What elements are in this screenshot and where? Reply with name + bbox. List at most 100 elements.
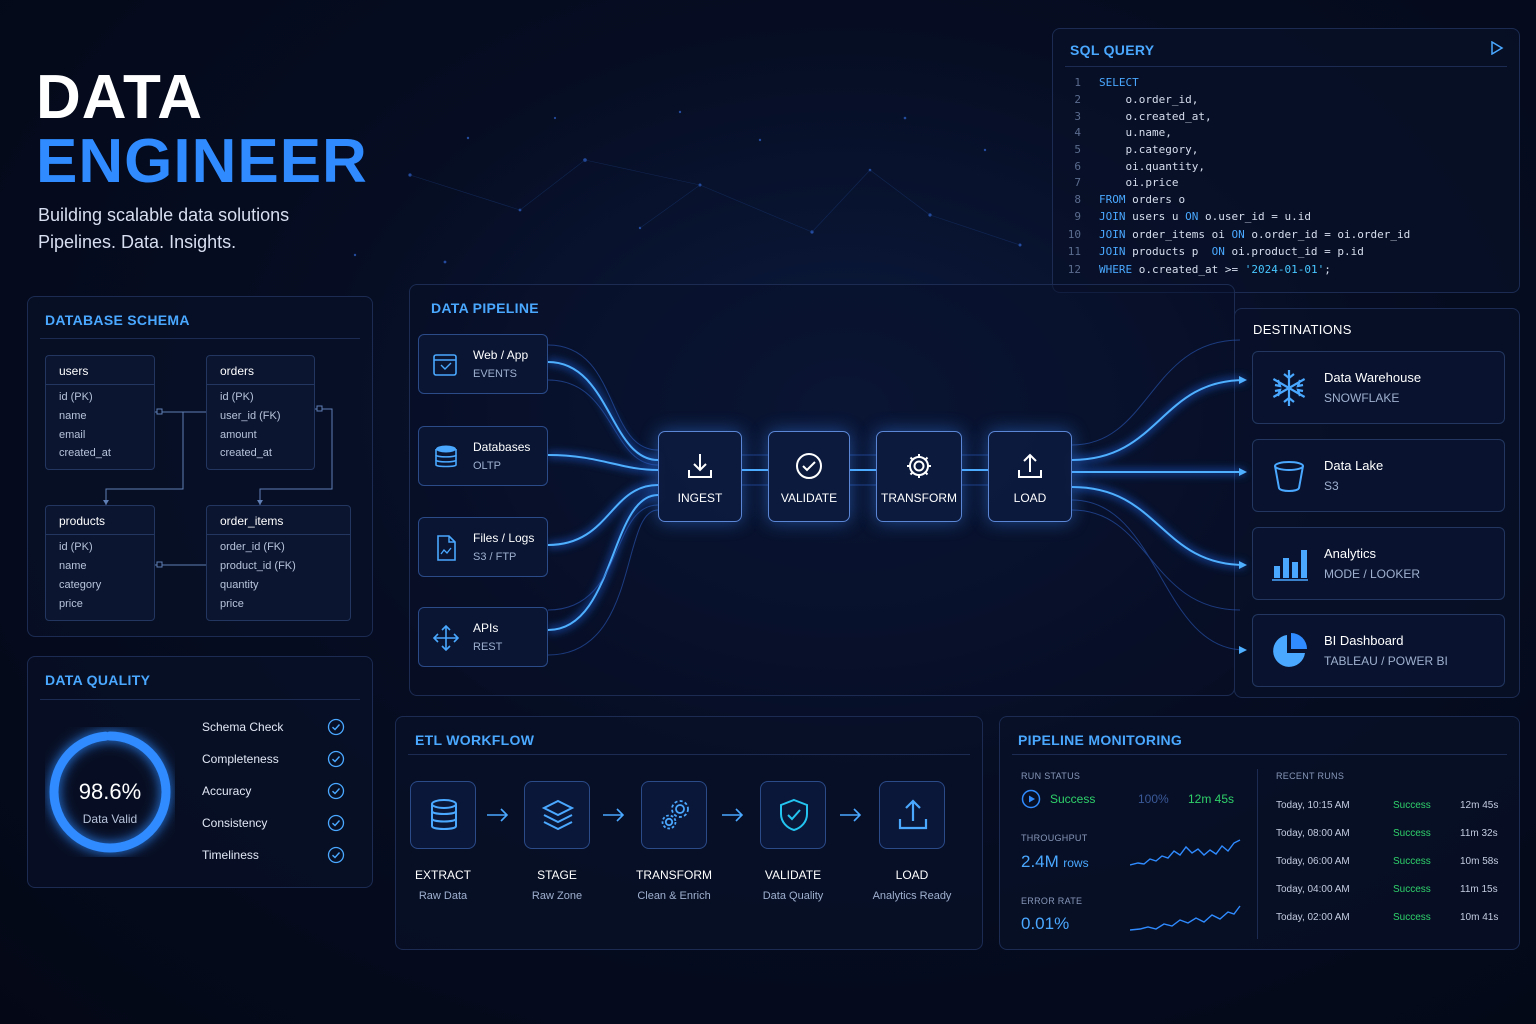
source-databases[interactable]: Databases OLTP xyxy=(418,426,548,486)
quality-check-label: Consistency xyxy=(202,816,268,830)
etl-step-title: TRANSFORM xyxy=(636,868,712,882)
recent-runs-label: RECENT RUNS xyxy=(1276,771,1345,781)
run-duration: 10m 58s xyxy=(1460,856,1499,867)
check-circle-icon xyxy=(327,750,345,768)
monitoring-divider xyxy=(1012,754,1507,755)
check-circle-icon xyxy=(327,718,345,736)
sql-keyword: ON xyxy=(1211,245,1225,258)
table-name: products xyxy=(59,514,106,528)
etl-step-load[interactable] xyxy=(879,781,945,849)
monitoring-column-divider xyxy=(1257,769,1258,939)
sql-string: '2024-01-01' xyxy=(1244,263,1325,276)
destination-analytics[interactable]: Analytics MODE / LOOKER xyxy=(1252,527,1505,600)
source-sub: OLTP xyxy=(473,460,501,472)
stage-ingest[interactable]: INGEST xyxy=(658,431,742,522)
line-number: 8 xyxy=(1074,193,1081,206)
line-number: 3 xyxy=(1074,110,1081,123)
destination-name: Data Warehouse xyxy=(1324,370,1422,385)
run-time: Today, 04:00 AM xyxy=(1276,884,1350,895)
etl-divider xyxy=(408,754,970,755)
upload-icon xyxy=(1018,453,1042,478)
table-field: price xyxy=(220,598,244,610)
etl-step-sub: Raw Zone xyxy=(531,890,583,902)
table-separator xyxy=(207,384,314,385)
sql-keyword: ON xyxy=(1231,228,1245,241)
line-number: 11 xyxy=(1067,245,1081,258)
sql-keyword: ON xyxy=(1185,210,1199,223)
table-users[interactable]: users id (PK) name email created_at xyxy=(45,355,155,470)
error-rate-label: ERROR RATE xyxy=(1021,896,1083,906)
arrow-right-icon xyxy=(722,808,744,822)
quality-check-label: Timeliness xyxy=(202,848,259,862)
quality-check-label: Accuracy xyxy=(202,784,252,798)
table-field: id (PK) xyxy=(59,541,93,553)
line-number: 1 xyxy=(1074,76,1081,89)
quality-divider xyxy=(40,699,360,700)
data-pipeline-title: DATA PIPELINE xyxy=(431,300,539,316)
sql-keyword: JOIN xyxy=(1099,210,1126,223)
run-status-value: Success xyxy=(1050,792,1096,806)
arrow-right-icon xyxy=(603,808,625,822)
line-number: 6 xyxy=(1074,160,1081,173)
stage-label: TRANSFORM xyxy=(881,491,957,505)
quality-check-label: Completeness xyxy=(202,752,279,766)
table-field: amount xyxy=(220,429,257,441)
source-apis[interactable]: APIs REST xyxy=(418,607,548,667)
gauge-percent: 98.6% xyxy=(78,779,142,804)
sql-text: orders o xyxy=(1125,193,1186,206)
line-number: 12 xyxy=(1067,263,1081,276)
line-number: 4 xyxy=(1074,126,1081,139)
upload-icon xyxy=(898,799,928,830)
database-icon xyxy=(431,799,457,830)
source-files-logs[interactable]: Files / Logs S3 / FTP xyxy=(418,517,548,577)
table-products[interactable]: products id (PK) name category price xyxy=(45,505,155,621)
snowflake-icon xyxy=(1272,370,1306,406)
pipeline-monitoring-title: PIPELINE MONITORING xyxy=(1018,732,1183,748)
line-number: 5 xyxy=(1074,143,1081,156)
line-number: 9 xyxy=(1074,210,1081,223)
sql-line-5: p.category, xyxy=(1099,143,1199,156)
etl-step-extract[interactable] xyxy=(410,781,476,849)
etl-step-title: STAGE xyxy=(537,868,577,882)
destination-data-lake[interactable]: Data Lake S3 xyxy=(1252,439,1505,512)
table-orders[interactable]: orders id (PK) user_id (FK) amount creat… xyxy=(206,355,315,470)
destination-data-warehouse[interactable]: Data Warehouse SNOWFLAKE xyxy=(1252,351,1505,424)
stage-label: LOAD xyxy=(1013,491,1047,505)
table-field: name xyxy=(59,560,87,572)
error-rate-sparkline xyxy=(1130,905,1241,931)
table-separator xyxy=(207,534,350,535)
run-time: Today, 08:00 AM xyxy=(1276,828,1350,839)
etl-step-title: VALIDATE xyxy=(764,868,822,882)
table-field: email xyxy=(59,429,86,441)
etl-step-transform[interactable] xyxy=(641,781,707,849)
run-time: Today, 06:00 AM xyxy=(1276,856,1350,867)
hero-title-line2: ENGINEER xyxy=(36,127,368,196)
check-circle-icon xyxy=(327,846,345,864)
stage-validate[interactable]: VALIDATE xyxy=(768,431,850,522)
source-name: APIs xyxy=(473,621,499,635)
etl-step-title: EXTRACT xyxy=(414,868,471,882)
web-app-icon xyxy=(433,354,457,376)
file-icon xyxy=(437,535,456,561)
table-order-items[interactable]: order_items order_id (FK) product_id (FK… xyxy=(206,505,351,621)
etl-workflow-title: ETL WORKFLOW xyxy=(415,732,535,748)
etl-step-stage[interactable] xyxy=(524,781,590,849)
sql-line-6: oi.quantity, xyxy=(1099,160,1205,173)
etl-step-validate[interactable] xyxy=(760,781,826,849)
table-field: price xyxy=(59,598,83,610)
table-field: name xyxy=(59,410,87,422)
run-status: Success xyxy=(1393,884,1431,895)
table-field: id (PK) xyxy=(59,391,93,403)
source-sub: S3 / FTP xyxy=(473,551,517,563)
sql-keyword: JOIN xyxy=(1099,245,1126,258)
stage-transform[interactable]: TRANSFORM xyxy=(876,431,962,522)
table-field: id (PK) xyxy=(220,391,254,403)
run-duration: 11m 15s xyxy=(1460,884,1498,895)
run-duration: 12m 45s xyxy=(1460,800,1499,811)
run-query-icon[interactable] xyxy=(1490,41,1504,55)
source-web-app[interactable]: Web / App EVENTS xyxy=(418,334,548,394)
sql-line-12: WHERE o.created_at >= '2024-01-01'; xyxy=(1099,263,1331,276)
stage-load[interactable]: LOAD xyxy=(988,431,1072,522)
destination-bi-dashboard[interactable]: BI Dashboard TABLEAU / POWER BI xyxy=(1252,614,1505,687)
arrow-right-icon xyxy=(840,808,862,822)
